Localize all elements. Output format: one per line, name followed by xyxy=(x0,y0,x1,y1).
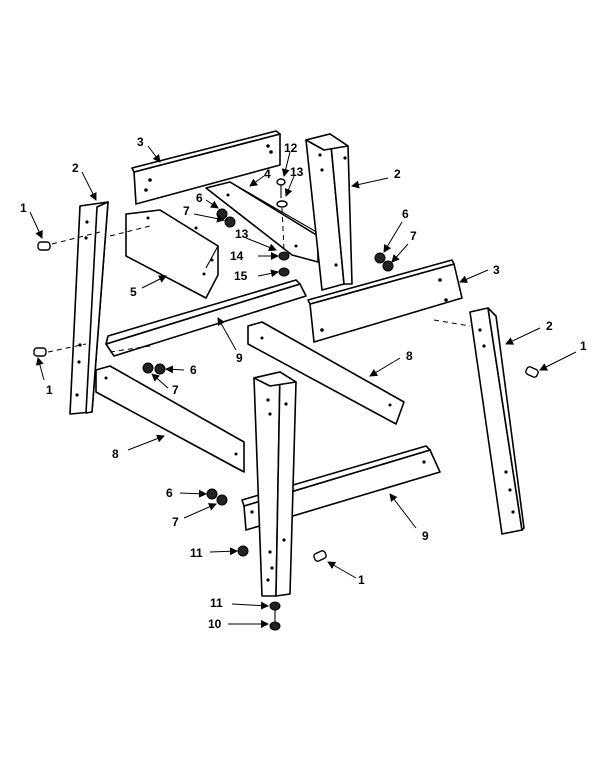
callout-15: 15 xyxy=(234,269,248,283)
callout-2-top-right-leg: 2 xyxy=(394,167,401,181)
callout-6-right-nut: 6 xyxy=(402,207,409,221)
callout-5-bracket: 5 xyxy=(130,285,137,299)
callout-7-mid-washer: 7 xyxy=(172,383,179,397)
leg-top-right xyxy=(305,133,353,291)
callout-11-upper-nut: 11 xyxy=(190,546,203,560)
callout-1-right-bolt: 1 xyxy=(580,339,587,353)
stretcher-right xyxy=(247,321,405,425)
callout-3-top-apron: 3 xyxy=(137,135,144,149)
callout-6-upper-nut: 6 xyxy=(196,191,203,205)
apron-right xyxy=(307,259,463,343)
callout-9-upper-stretcher: 9 xyxy=(236,351,243,365)
leader-lines xyxy=(29,145,577,628)
callout-2-right-leg: 2 xyxy=(546,319,553,333)
callout-12-bolt: 12 xyxy=(284,141,298,155)
hardware xyxy=(33,178,539,631)
callout-11-lower-nut: 11 xyxy=(210,596,223,610)
leg-right xyxy=(469,307,525,535)
callout-3-right-apron: 3 xyxy=(493,263,500,277)
callout-14: 14 xyxy=(230,249,244,263)
bolt-lower xyxy=(313,550,327,562)
callout-4-bracket: 4 xyxy=(264,167,271,181)
callout-9-lower-stretcher: 9 xyxy=(422,529,429,543)
callout-13-washer-top: 13 xyxy=(290,165,304,179)
callout-7-upper-washer: 7 xyxy=(183,204,190,218)
callout-13-washer-mid: 13 xyxy=(235,227,249,241)
apron-top xyxy=(131,130,281,205)
callout-1-top-left-bolt: 1 xyxy=(20,201,27,215)
callout-8-right-stretcher: 8 xyxy=(406,349,413,363)
bolt-right xyxy=(525,366,539,378)
callout-2-left-leg: 2 xyxy=(72,161,79,175)
corner-bracket xyxy=(205,181,321,263)
leg-front xyxy=(253,371,297,597)
callout-6-mid-nut: 6 xyxy=(190,363,197,377)
callout-7-lower-washer: 7 xyxy=(172,515,179,529)
callout-7-right-washer: 7 xyxy=(410,229,417,243)
callout-1-lower-bolt: 1 xyxy=(358,573,365,587)
corner-bracket-5 xyxy=(125,209,219,299)
bolt-left xyxy=(33,347,47,357)
callout-1-left-bolt: 1 xyxy=(46,383,53,397)
bolt-topleft xyxy=(37,241,51,251)
assembly-lines xyxy=(47,207,471,353)
callout-labels: 2 1 3 4 12 13 2 6 7 13 14 15 5 6 7 3 2 1… xyxy=(20,135,587,631)
callout-6-lower-nut: 6 xyxy=(166,486,173,500)
callout-8-left-stretcher: 8 xyxy=(112,447,119,461)
stretcher-left xyxy=(95,365,245,473)
leg-left xyxy=(69,201,109,415)
callout-10-leveler: 10 xyxy=(208,617,222,631)
